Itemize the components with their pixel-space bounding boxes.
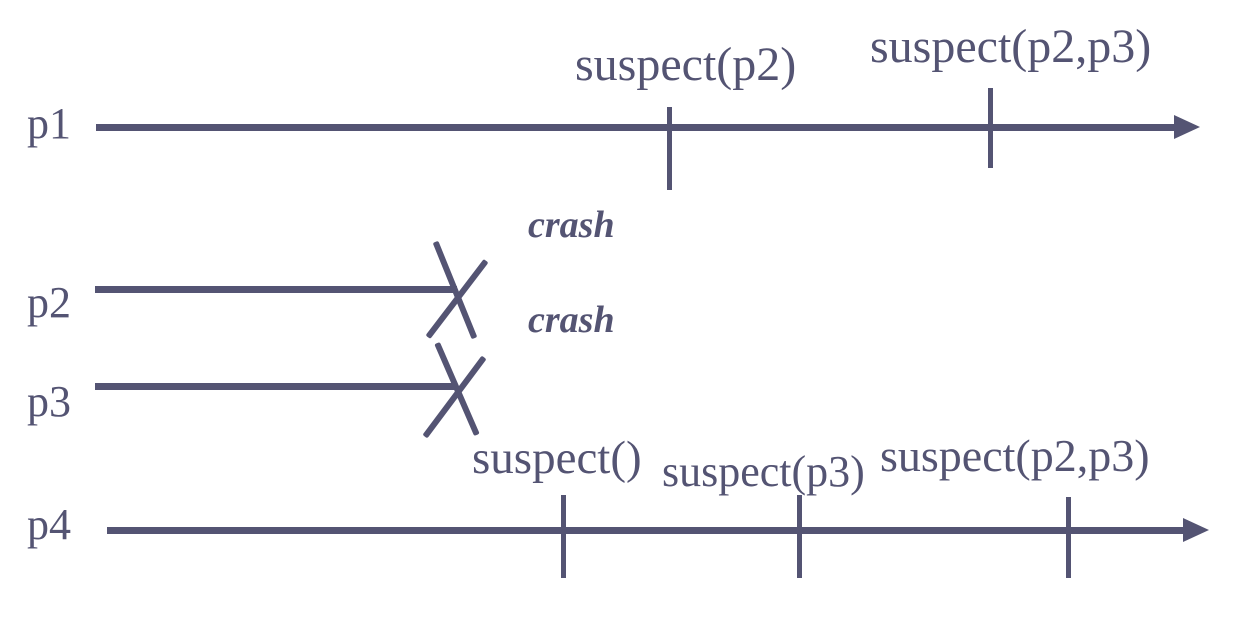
suspect-label-p1-2: suspect(p2,p3): [870, 20, 1152, 73]
timeline-p1: [96, 124, 1176, 131]
crash-label-p2: crash: [528, 204, 615, 246]
event-tick-p1-suspect-p2-p3: [988, 88, 993, 168]
event-tick-p4-suspect-empty: [561, 495, 566, 578]
arrowhead-icon-p1: [1174, 115, 1200, 139]
timeline-p3: [95, 383, 457, 390]
crash-x-icon-p3: [422, 355, 487, 439]
suspect-label-p4-1: suspect(): [472, 432, 642, 484]
event-tick-p1-suspect-p2: [667, 107, 672, 190]
timeline-p2: [95, 286, 457, 293]
suspect-label-p1-1: suspect(p2): [575, 38, 797, 91]
event-tick-p4-suspect-p2-p3: [1066, 497, 1071, 578]
timeline-p4: [107, 527, 1185, 534]
crash-label-p3: crash: [528, 299, 615, 341]
event-tick-p4-suspect-p3: [797, 495, 802, 578]
process-label-p2: p2: [27, 278, 71, 327]
arrowhead-icon-p4: [1183, 518, 1209, 542]
crash-x-icon-p2: [425, 258, 489, 340]
process-label-p1: p1: [27, 99, 71, 148]
suspect-label-p4-2: suspect(p3): [662, 447, 865, 496]
process-label-p3: p3: [27, 377, 71, 426]
suspect-label-p4-3: suspect(p2,p3): [880, 430, 1150, 481]
process-label-p4: p4: [27, 500, 71, 549]
